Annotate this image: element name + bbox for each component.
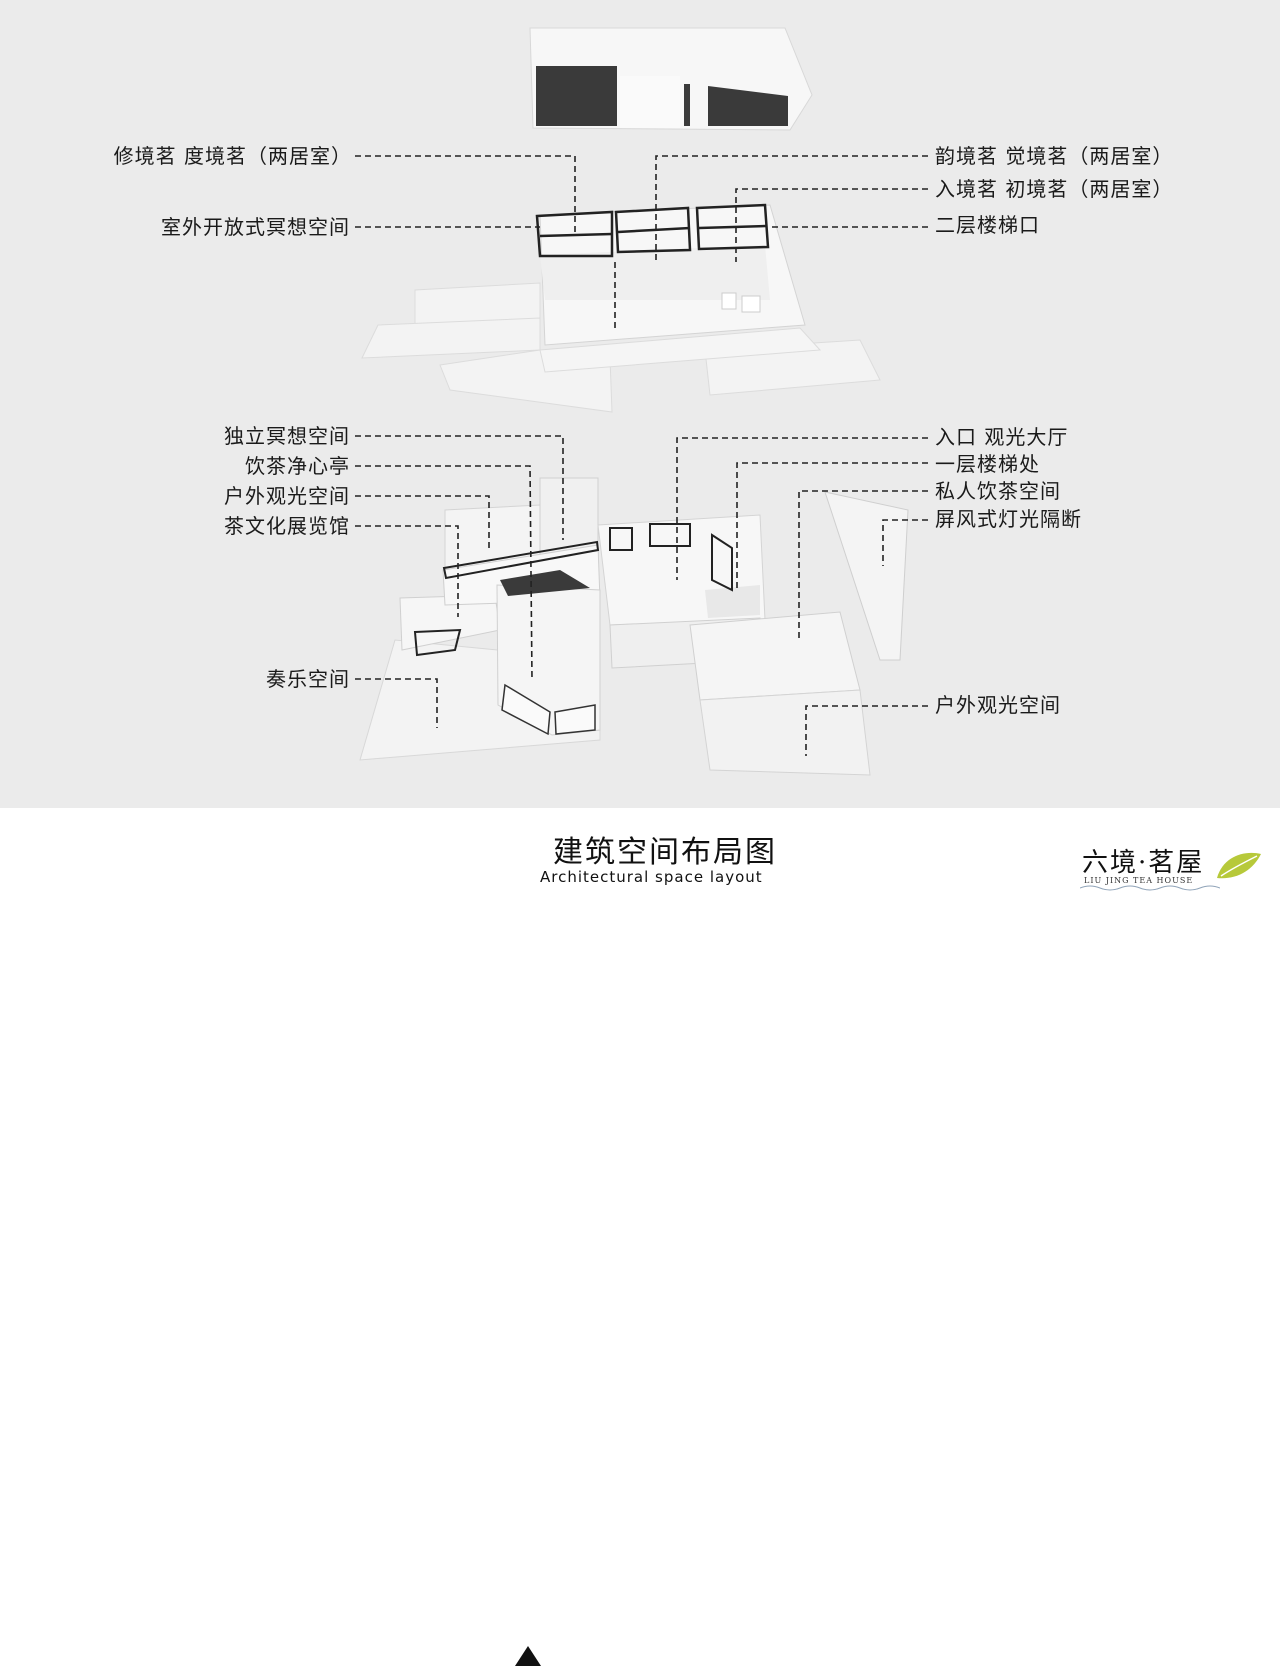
label-outdoor-viewing-right: 户外观光空间 (935, 693, 1061, 717)
architecture-model (355, 27, 928, 776)
label-music-space: 奏乐空间 (266, 667, 350, 691)
second-floor (361, 203, 881, 413)
diagram-area: 修境茗 度境茗（两居室） 室外开放式冥想空间 独立冥想空间 饮茶净心亭 户外观光… (0, 0, 1280, 808)
label-screen-light-partition: 屏风式灯光隔断 (935, 507, 1082, 531)
leaf-icon (1217, 852, 1261, 879)
logo-name: 六境·茗屋 (1082, 848, 1205, 878)
roof (529, 27, 813, 131)
label-private-tea-space: 私人饮茶空间 (935, 479, 1061, 503)
label-tea-culture-gallery: 茶文化展览馆 (224, 514, 350, 538)
label-yunjing-juejing: 韵境茗 觉境茗（两居室） (935, 144, 1174, 168)
label-entrance-hall: 入口 观光大厅 (935, 425, 1069, 449)
caption-footer (0, 808, 1280, 1666)
wave-decoration-icon (1080, 885, 1220, 891)
leader-lines (355, 155, 928, 756)
first-floor (359, 477, 909, 776)
triangle-icon (515, 1646, 541, 1666)
label-second-floor-stairs: 二层楼梯口 (935, 213, 1040, 237)
label-first-floor-stairs: 一层楼梯处 (935, 452, 1040, 476)
label-independent-meditation: 独立冥想空间 (224, 424, 350, 448)
label-outdoor-meditation: 室外开放式冥想空间 (161, 215, 350, 239)
caption-subtitle: Architectural space layout (540, 868, 763, 886)
label-outdoor-viewing-left: 户外观光空间 (224, 484, 350, 508)
label-tea-pavilion: 饮茶净心亭 (245, 454, 350, 478)
logo-english: LIU JING TEA HOUSE (1084, 876, 1194, 885)
label-xiujing-dujing: 修境茗 度境茗（两居室） (113, 144, 352, 168)
caption-title: 建筑空间布局图 (553, 835, 777, 870)
label-rujing-chujing: 入境茗 初境茗（两居室） (935, 177, 1174, 201)
